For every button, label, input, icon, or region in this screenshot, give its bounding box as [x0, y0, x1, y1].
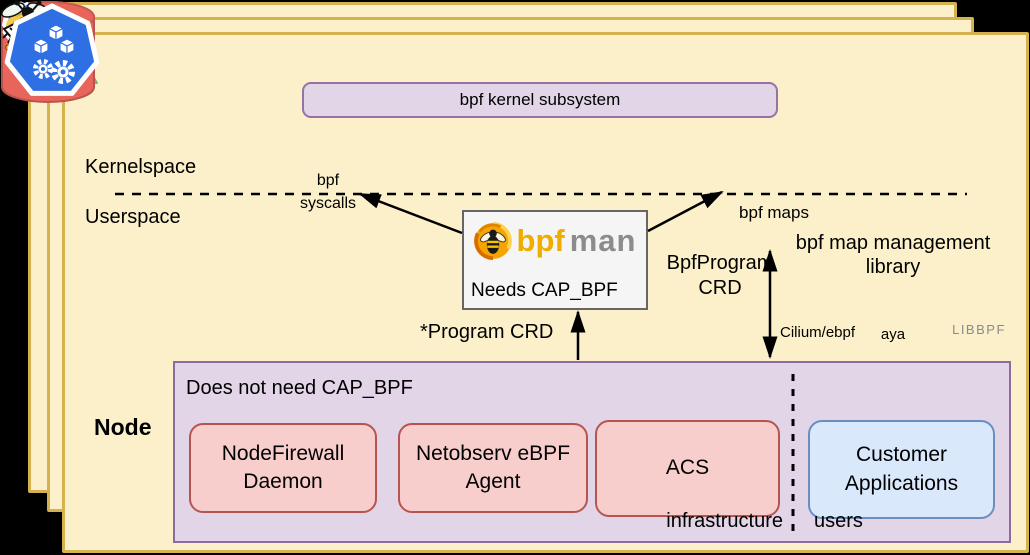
bpf-kernel-subsystem-label: bpf kernel subsystem — [459, 90, 621, 109]
userspace-label: Userspace — [85, 206, 181, 228]
program-crd-label: *Program CRD — [420, 321, 554, 343]
node-container-box: Does not need CAP_BPF NodeFirewall Daemo… — [173, 361, 1011, 543]
bpf-maps-label: bpf maps — [739, 203, 809, 222]
netobserv-ebpf-agent-box: Netobserv eBPF Agent — [398, 423, 588, 513]
nodefirewall-daemon-box: NodeFirewall Daemon — [189, 423, 377, 513]
kernelspace-label: Kernelspace — [85, 156, 197, 178]
node-label: Node — [94, 414, 152, 440]
libbpf-label: LIBBPF — [952, 322, 1006, 337]
aya-label: aya — [880, 326, 906, 343]
bpfman-needs-cap-bpf-label: Needs CAP_BPF — [471, 280, 618, 301]
customer-applications-box: Customer Applications — [808, 420, 995, 519]
users-zone-label: users — [814, 510, 863, 532]
infrastructure-zone-label: infrastructure — [666, 510, 783, 532]
does-not-need-cap-bpf-label: Does not need CAP_BPF — [186, 377, 413, 399]
map-library-title: bpf map management library — [795, 232, 991, 278]
cilium-ebpf-label: Cilium/ebpf — [780, 324, 856, 341]
acs-box: ACS — [595, 420, 780, 517]
bpfman-logo-man: man — [569, 223, 637, 258]
bee-logo-icon — [473, 222, 512, 260]
bpf-kernel-subsystem-box: bpf kernel subsystem — [302, 82, 778, 118]
bpfprogram-crd-label: BpfProgram CRD — [666, 252, 774, 299]
bpfman-logo-bpf: bpf — [516, 223, 565, 258]
bpf-syscalls-label-line1: bpf — [316, 172, 340, 189]
bpf-syscalls-label-line2: syscalls — [299, 195, 356, 212]
